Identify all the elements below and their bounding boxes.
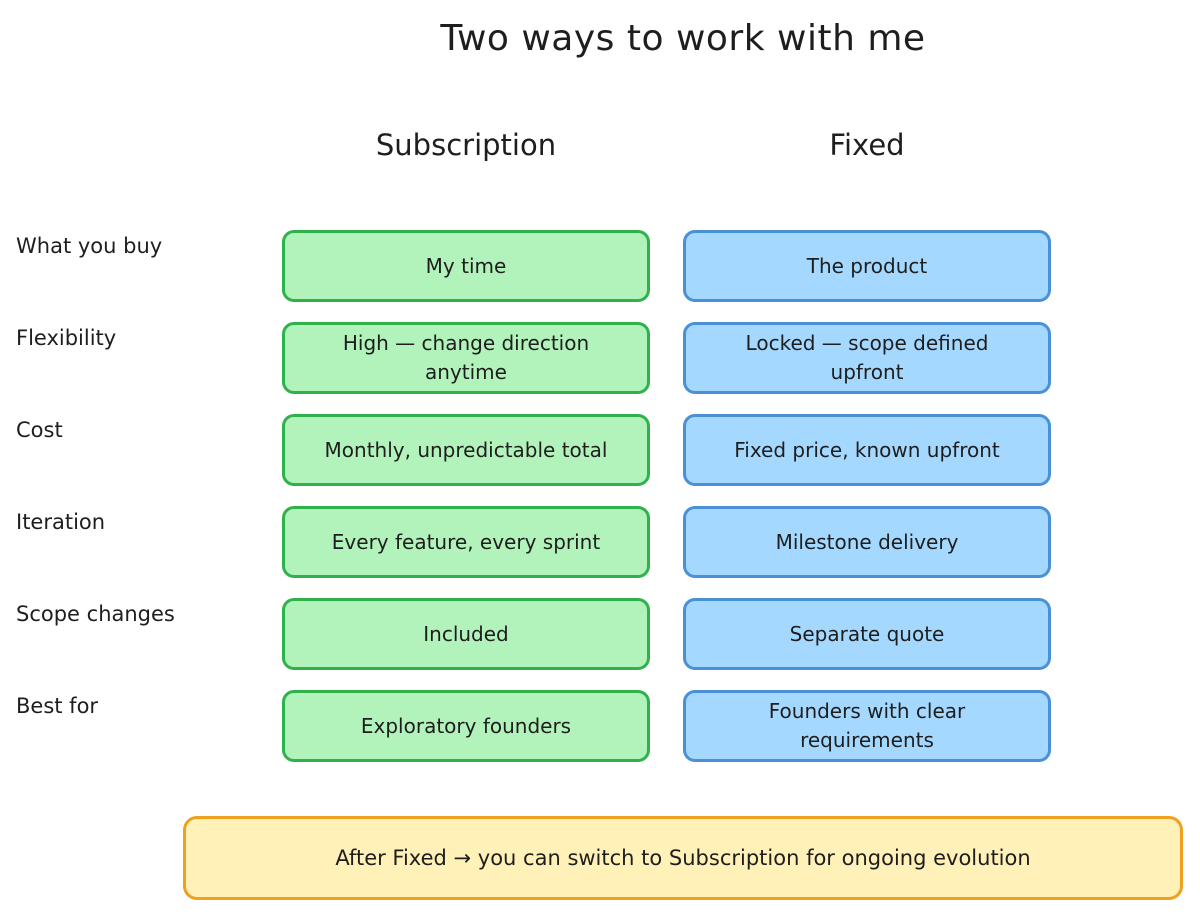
column-header-fixed: Fixed: [829, 128, 905, 162]
subscription-cell-cost: Monthly, unpredictable total: [282, 414, 650, 486]
subscription-cell-iteration: Every feature, every sprint: [282, 506, 650, 578]
subscription-cell-best-for: Exploratory founders: [282, 690, 650, 762]
row-label-cost: Cost: [16, 418, 63, 442]
column-header-subscription: Subscription: [375, 128, 557, 162]
row-label-scope-changes: Scope changes: [16, 602, 175, 626]
switch-note: After Fixed → you can switch to Subscrip…: [183, 816, 1183, 900]
fixed-cell-cost: Fixed price, known upfront: [683, 414, 1051, 486]
subscription-cell-scope-changes: Included: [282, 598, 650, 670]
row-label-iteration: Iteration: [16, 510, 106, 534]
diagram-title: Two ways to work with me: [440, 18, 926, 59]
row-label-what-you-buy: What you buy: [16, 234, 163, 258]
row-label-best-for: Best for: [16, 694, 99, 718]
fixed-cell-flexibility: Locked — scope defined upfront: [683, 322, 1051, 394]
row-label-flexibility: Flexibility: [16, 326, 117, 350]
fixed-cell-what-you-buy: The product: [683, 230, 1051, 302]
fixed-cell-scope-changes: Separate quote: [683, 598, 1051, 670]
fixed-cell-best-for: Founders with clear requirements: [683, 690, 1051, 762]
subscription-cell-what-you-buy: My time: [282, 230, 650, 302]
fixed-cell-iteration: Milestone delivery: [683, 506, 1051, 578]
subscription-cell-flexibility: High — change direction anytime: [282, 322, 650, 394]
